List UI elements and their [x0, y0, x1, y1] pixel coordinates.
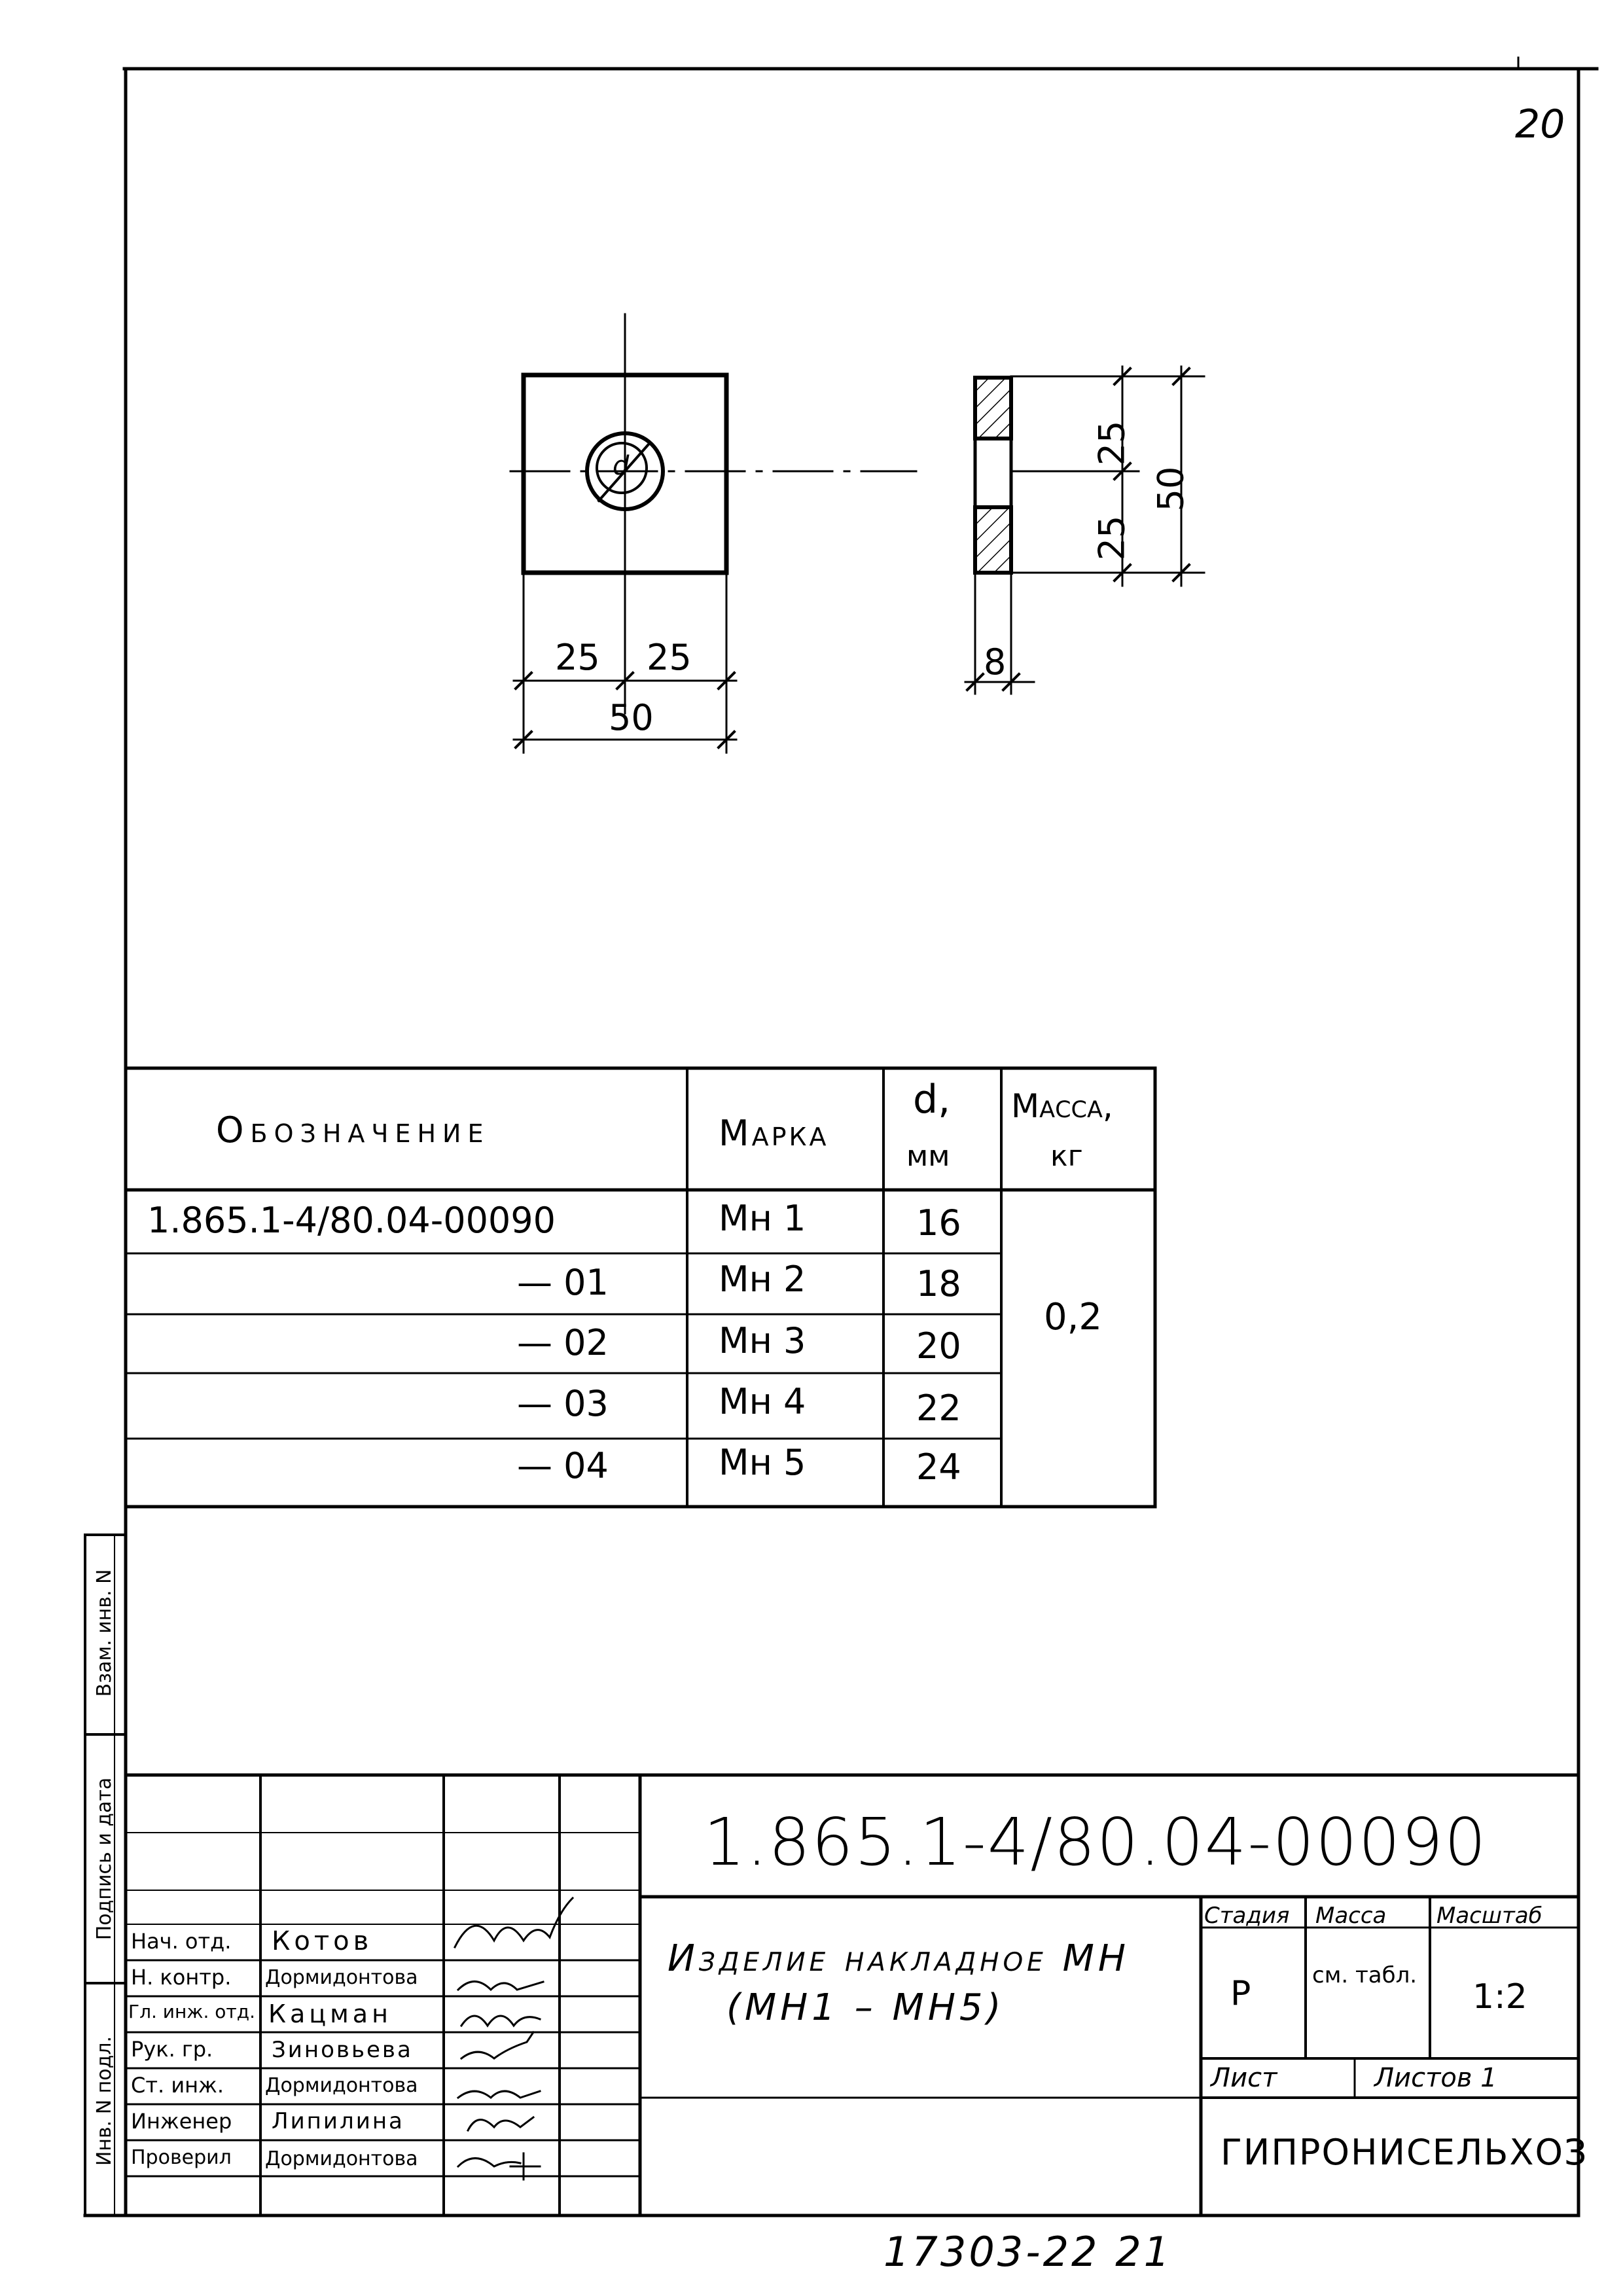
personnel-name-5: Дормидонтова — [265, 2074, 418, 2097]
personnel-role-5: Ст. инж. — [131, 2073, 224, 2098]
row-3-mark: Мн 3 — [719, 1320, 806, 1361]
side-stamp-swap-inv: Взам. инв. N — [93, 1569, 116, 1697]
header-d-unit: мм — [906, 1139, 950, 1173]
personnel-name-4: Зиновьева — [272, 2037, 413, 2063]
product-name-line1: Изделие накладное МН — [668, 1937, 1130, 1980]
header-mass-unit: кг — [1050, 1139, 1083, 1173]
personnel-name-6: Липилина — [272, 2108, 404, 2134]
dim-side-total: 50 — [1150, 466, 1192, 512]
sheet-label: Лист — [1211, 2063, 1277, 2093]
personnel-role-7: Проверил — [131, 2146, 232, 2169]
header-d-symbol: d, — [913, 1077, 951, 1122]
sheet-number-corner: 20 — [1515, 101, 1565, 147]
personnel-name-1: Котов — [272, 1926, 373, 1956]
spec-table-grid — [124, 1066, 1157, 1509]
organization-name: ГИПРОНИСЕЛЬХОЗ — [1221, 2132, 1588, 2173]
personnel-role-2: Н. контр. — [131, 1965, 232, 1990]
side-stamp-original-inv: Инв. N подл. — [93, 2036, 116, 2166]
dim-front-left: 25 — [555, 637, 600, 678]
personnel-role-4: Рук. гр. — [131, 2037, 213, 2062]
personnel-name-7: Дормидонтова — [265, 2147, 418, 2170]
product-name-line2: (МН1 – МН5) — [726, 1986, 1005, 2029]
personnel-role-6: Инженер — [131, 2109, 232, 2134]
side-stamp-signature-date: Подпись и дата — [93, 1777, 116, 1941]
row-5-designation: — 04 — [517, 1445, 609, 1486]
stage-value: Р — [1230, 1974, 1251, 2013]
scale-value: 1:2 — [1472, 1977, 1527, 2017]
sheets-label: Листов 1 — [1374, 2063, 1497, 2093]
row-1-designation: 1.865.1-4/80.04-00090 — [147, 1200, 556, 1241]
scale-header: Масштаб — [1436, 1903, 1543, 1929]
mass-value: 0,2 — [1044, 1296, 1103, 1338]
header-mass: Масса, — [1011, 1087, 1113, 1125]
side-view — [964, 365, 1205, 695]
row-3-designation: — 02 — [517, 1322, 609, 1363]
dim-side-thickness: 8 — [984, 641, 1007, 683]
row-5-mark: Мн 5 — [719, 1442, 806, 1483]
personnel-name-2: Дормидонтова — [265, 1966, 418, 1989]
row-3-d: 20 — [916, 1325, 961, 1367]
row-4-mark: Мн 4 — [719, 1381, 806, 1422]
header-designation: Обозначение — [216, 1109, 490, 1151]
side-stamp-grid — [84, 1534, 127, 2217]
title-block-grid — [124, 1773, 1580, 2217]
personnel-role-1: Нач. отд. — [131, 1929, 232, 1954]
dim-front-total: 50 — [609, 697, 654, 738]
personnel-name-3: Кацман — [268, 2000, 392, 2028]
dim-side-upper: 25 — [1091, 420, 1133, 466]
row-5-d: 24 — [916, 1446, 961, 1488]
row-2-mark: Мн 2 — [719, 1259, 806, 1300]
row-1-d: 16 — [916, 1202, 961, 1244]
front-view — [509, 313, 918, 754]
stage-header: Стадия — [1204, 1903, 1290, 1929]
signatures — [453, 1896, 575, 2181]
row-1-mark: Мн 1 — [719, 1198, 806, 1239]
personnel-role-3: Гл. инж. отд. — [128, 2001, 256, 2022]
sheet-frame — [83, 56, 1599, 2217]
bottom-number: 17303-22 21 — [883, 2228, 1173, 2276]
row-4-designation: — 03 — [517, 1383, 609, 1424]
dim-side-lower: 25 — [1091, 515, 1133, 561]
hole-diameter-label: d — [613, 451, 630, 481]
mass-value-title: см. табл. — [1312, 1962, 1418, 1988]
document-code: 1.865.1-4/80.04-00090 — [704, 1804, 1488, 1880]
row-2-d: 18 — [916, 1263, 961, 1304]
header-mark: Марка — [719, 1113, 829, 1154]
row-4-d: 22 — [916, 1388, 961, 1429]
mass-header: Масса — [1315, 1903, 1387, 1929]
dim-front-right: 25 — [647, 637, 692, 678]
row-2-designation: — 01 — [517, 1262, 609, 1303]
